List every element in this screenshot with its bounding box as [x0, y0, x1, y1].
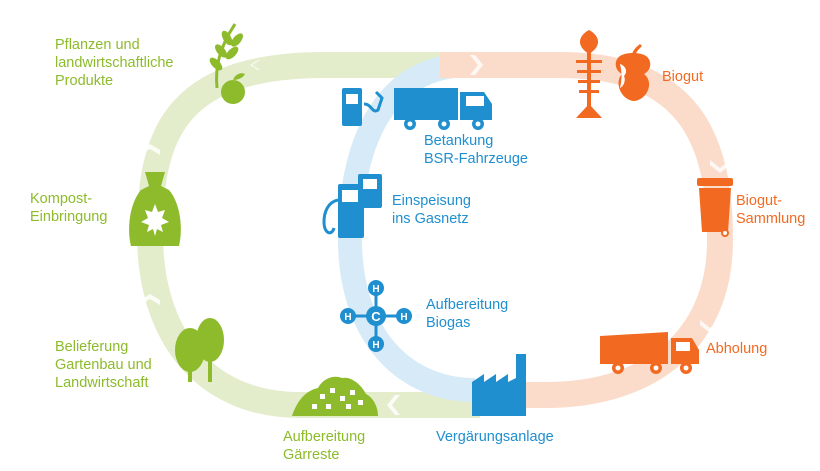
label-digestate: Aufbereitung Gärreste [283, 428, 365, 464]
label-line: Betankung [424, 133, 494, 149]
label-line: Gartenbau und [55, 357, 152, 373]
label-line: Produkte [55, 73, 114, 89]
label-line: landwirtschaftliche [55, 55, 174, 71]
label-line: Gärreste [283, 447, 340, 463]
label-line: Belieferung [55, 339, 129, 355]
gas-pump-icon [322, 174, 382, 238]
label-line: Landwirtschaft [55, 375, 149, 391]
apple-core-icon [615, 44, 651, 101]
label-biogas: Aufbereitung Biogas [426, 296, 508, 332]
garbage-truck-icon [600, 332, 699, 374]
label-line: Aufbereitung [426, 297, 509, 313]
truck-icon [394, 88, 492, 130]
factory-icon [472, 354, 526, 416]
label-compost: Kompost- Einbringung [30, 190, 107, 226]
fuel-pump-icon [342, 88, 384, 126]
label-line: Sammlung [736, 211, 806, 227]
label-collection: Biogut- Sammlung [736, 192, 805, 228]
label-line: Pflanzen und [55, 37, 140, 53]
label-biowaste: Biogut [662, 68, 703, 86]
label-line: ins Gasnetz [392, 211, 469, 227]
svg-text:H: H [372, 340, 379, 351]
compost-sack-icon [129, 172, 181, 246]
waste-bin-icon [697, 178, 733, 237]
label-grid: Einspeisung ins Gasnetz [392, 192, 471, 228]
wheat-apple-icon [209, 23, 245, 104]
label-line: BSR-Fahrzeuge [424, 151, 528, 167]
label-line: Biogut [662, 69, 704, 85]
svg-text:C: C [371, 309, 381, 324]
methane-molecule-icon: C H H H H [340, 280, 412, 352]
label-line: Aufbereitung [283, 429, 366, 445]
label-fueling: Betankung BSR-Fahrzeuge [424, 132, 528, 168]
label-plant-facility: Vergärungsanlage [436, 428, 554, 446]
label-line: Einspeisung [392, 193, 471, 209]
label-line: Vergärungsanlage [436, 429, 554, 445]
compost-heap-icon [292, 376, 378, 416]
svg-text:H: H [372, 284, 379, 295]
label-line: Biogas [426, 315, 471, 331]
label-line: Einbringung [30, 209, 108, 225]
label-line: Kompost- [30, 191, 93, 207]
blue-loop [337, 53, 476, 402]
svg-text:H: H [400, 312, 407, 323]
trees-icon [175, 318, 224, 382]
label-line: Abholung [706, 341, 768, 357]
flow-chevrons [140, 55, 730, 415]
label-pickup: Abholung [706, 340, 767, 358]
label-line: Biogut- [736, 193, 782, 209]
label-plants: Pflanzen und landwirtschaftliche Produkt… [55, 36, 173, 90]
label-delivery: Belieferung Gartenbau und Landwirtschaft [55, 338, 152, 392]
svg-text:H: H [344, 312, 351, 323]
fishbone-icon [576, 30, 602, 118]
